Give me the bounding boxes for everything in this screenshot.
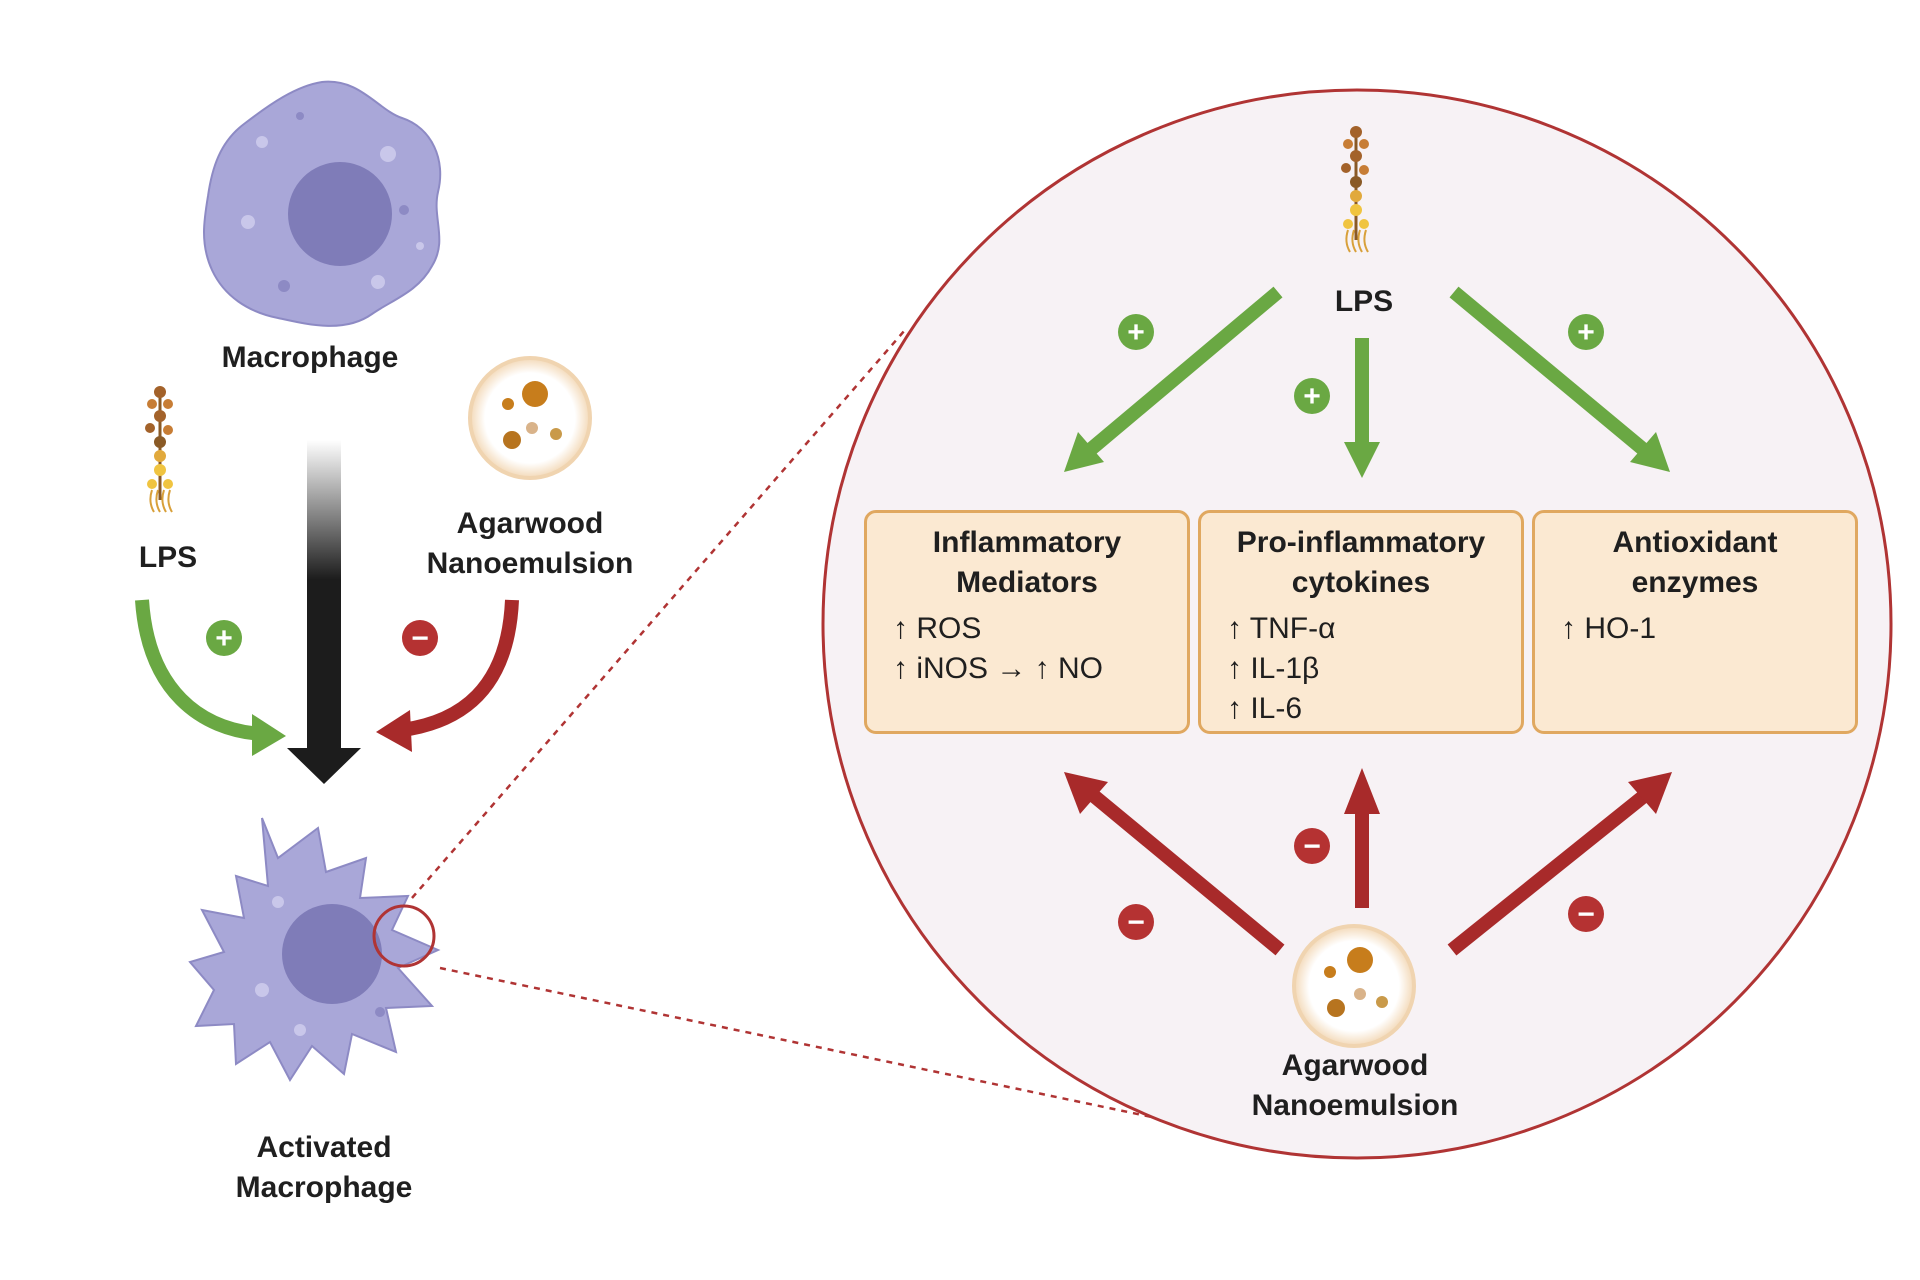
minus-sign-enzymes: − bbox=[1568, 896, 1604, 932]
lps-arrow-cytokines bbox=[1344, 338, 1380, 478]
lps-arrow-enzymes bbox=[1449, 286, 1670, 472]
svg-text:−: − bbox=[1577, 898, 1595, 931]
box-title: Inflammatory Mediators bbox=[932, 526, 1122, 599]
svg-text:−: − bbox=[411, 622, 429, 655]
svg-text:−: − bbox=[1127, 906, 1145, 939]
macrophage-cell bbox=[203, 80, 442, 327]
box-item: ↑ IL-1β bbox=[1227, 652, 1320, 685]
lps-label-zoom: LPS bbox=[1334, 285, 1394, 318]
minus-sign-cytokines: − bbox=[1294, 828, 1330, 864]
box-inflammatory-mediators: Inflammatory Mediators ↑ ROS ↑ iNOS → ↑ … bbox=[864, 510, 1190, 734]
box-proinflammatory-cytokines: Pro-inflammatory cytokines ↑ TNF-α ↑ IL-… bbox=[1198, 510, 1524, 734]
box-item: ↑ TNF-α bbox=[1227, 612, 1336, 645]
box-item: ↑ HO-1 bbox=[1561, 612, 1657, 645]
nanoemulsion-droplet-left bbox=[468, 356, 592, 480]
box-item: ↑ iNOS → ↑ NO bbox=[893, 652, 1104, 685]
agarwood-arrow-cytokines bbox=[1344, 768, 1380, 908]
box-item: ↑ ROS bbox=[893, 612, 982, 645]
plus-sign-enzymes: + bbox=[1568, 314, 1604, 350]
agarwood-label-zoom: Agarwood Nanoemulsion bbox=[1251, 1049, 1459, 1122]
plus-sign-cytokines: + bbox=[1294, 378, 1330, 414]
agarwood-arrow-mediators bbox=[1064, 772, 1285, 956]
svg-text:+: + bbox=[1577, 316, 1595, 349]
box-antioxidant-enzymes: Antioxidant enzymes ↑ HO-1 bbox=[1532, 510, 1858, 734]
svg-text:−: − bbox=[1303, 830, 1321, 863]
activation-arrow-main bbox=[287, 440, 361, 784]
agarwood-inhibition-arrow bbox=[376, 599, 519, 752]
lps-molecule-zoom bbox=[1341, 126, 1369, 253]
activated-macrophage-cell bbox=[188, 817, 441, 1082]
zoom-connector-top bbox=[411, 329, 906, 899]
box-title: Antioxidant enzymes bbox=[1612, 526, 1778, 599]
svg-text:+: + bbox=[1303, 380, 1321, 413]
svg-text:+: + bbox=[1127, 316, 1145, 349]
minus-sign-left: − bbox=[402, 620, 438, 656]
lps-arrow-mediators bbox=[1064, 286, 1283, 472]
lps-activation-arrow bbox=[135, 599, 286, 756]
plus-sign-mediators: + bbox=[1118, 314, 1154, 350]
plus-sign-left: + bbox=[206, 620, 242, 656]
minus-sign-mediators: − bbox=[1118, 904, 1154, 940]
lps-label-left: LPS bbox=[138, 541, 198, 574]
agarwood-arrow-enzymes bbox=[1447, 772, 1672, 956]
macrophage-label: Macrophage bbox=[221, 341, 399, 374]
box-item: ↑ IL-6 bbox=[1227, 692, 1303, 725]
box-title: Pro-inflammatory cytokines bbox=[1236, 526, 1486, 599]
nanoemulsion-droplet-zoom bbox=[1292, 924, 1416, 1048]
lps-molecule-left bbox=[145, 386, 173, 513]
zoom-source-circle bbox=[372, 904, 436, 968]
agarwood-label-left: Agarwood Nanoemulsion bbox=[426, 507, 634, 580]
activated-macrophage-label: Activated Macrophage bbox=[235, 1131, 413, 1204]
svg-text:+: + bbox=[215, 622, 233, 655]
zoom-connector-bottom bbox=[439, 966, 1191, 1127]
